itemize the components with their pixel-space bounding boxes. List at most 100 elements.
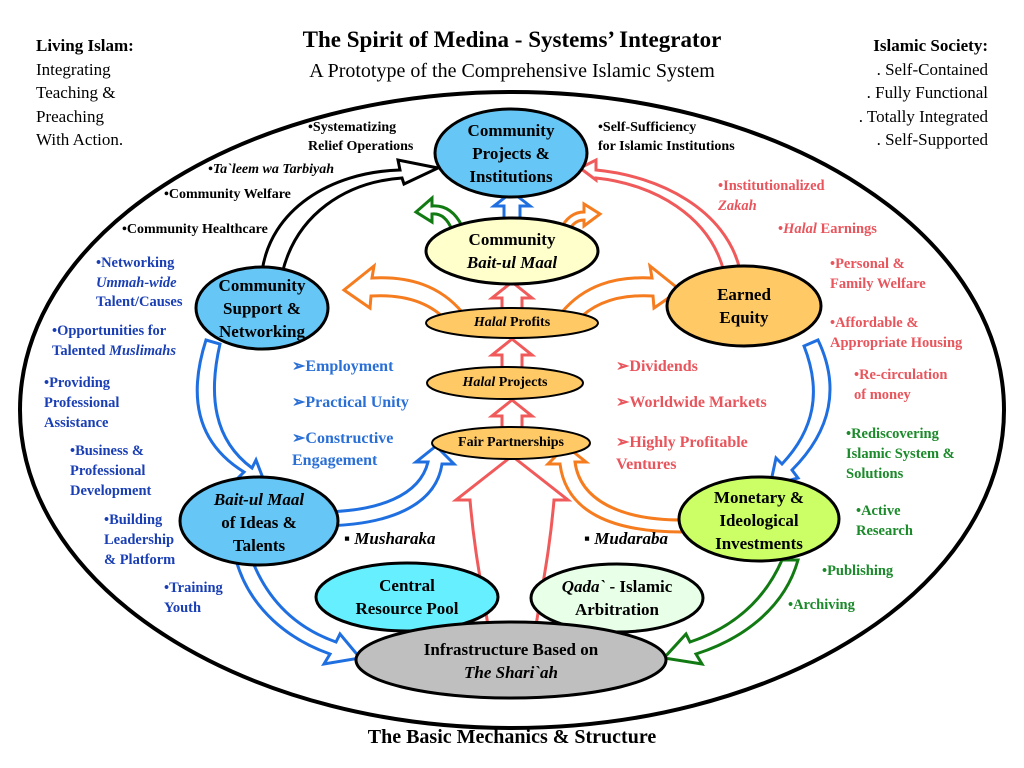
projects-to-profits-arrow [487,337,537,372]
node-line: Bait-ul Maal [213,489,305,509]
halal-projects-label: Halal Projects [433,372,577,394]
constructive-bullet: ➢Constructive Engagement [292,428,393,472]
publishing-item: •Publishing [822,563,894,579]
node-line: Infrastructure Based on [423,640,599,659]
item-line: Professional [44,395,120,411]
node-line: Arbitration [574,600,660,619]
item-line: •Self-Sufficiency [598,120,697,135]
item-line: ➢Highly Profitable [616,434,748,451]
item-line: Islamic System & [846,446,955,462]
item-line: Halal [783,221,817,237]
islamic-society-line: . Totally Integrated [858,106,988,126]
green-curve-arrow [413,194,465,232]
item-line: Youth [164,600,202,616]
musharaka-label: ▪ Musharaka [344,529,436,548]
item-line: Professional [70,463,146,479]
recirculation-item: •Re-circulation of money [854,365,947,405]
monetary-investments-node [677,475,841,563]
fair-partnerships-node [431,426,591,460]
dividends-bullet: ➢Dividends [616,358,698,375]
community-support-label: Community Support & Networking [200,272,324,344]
bait-ul-maal-ideas-node [178,475,340,567]
bait-ul-maal-top-node [424,216,600,286]
item-line: •Rediscovering [846,426,939,442]
item-line: Ventures [616,456,677,473]
rediscovering-item: •Rediscovering Islamic System & Solution… [846,424,955,484]
node-line: Talents [232,535,286,555]
opportunities-item: •Opportunities for Talented Muslimahs [52,322,176,361]
item-line: & Platform [104,552,176,568]
page-title: The Spirit of Medina - Systems’ Integrat… [302,27,722,52]
central-resource-label: Central Resource Pool [336,572,478,622]
item-line: • [778,221,784,237]
islamic-society-heading: Islamic Society: [873,36,988,55]
taleem-item: •Ta`leem wa Tarbiyah [208,162,334,177]
node-line: Community [218,275,306,295]
item-line: •Business & [70,443,144,459]
halal-profits-label: Halal Profits [440,312,584,334]
node-line: Monetary & [713,487,805,507]
mudaraba-label: ▪ Mudaraba [584,529,668,548]
providing-item: •Providing Professional Assistance [44,373,119,433]
node-line: Central [379,576,435,595]
community-support-node [194,265,330,351]
node-line: Resource Pool [355,599,459,618]
item-line: •Affordable & [830,315,919,331]
islamic-society-line: . Fully Functional [866,83,988,102]
item-line: Talent/Causes [96,294,183,310]
node-line: Profits [506,315,551,330]
item-line: Ummah-wide [96,274,177,291]
page-footer: The Basic Mechanics & Structure [367,726,657,748]
item-line: Assistance [44,415,109,431]
qada-label: Qada` - Islamic Arbitration [541,573,693,623]
node-line: - Islamic [605,577,673,596]
item-line-wrap: Talented Muslimahs [52,342,176,362]
practical-unity-bullet: ➢Practical Unity [292,394,409,411]
monetary-investments-label: Monetary & Ideological Investments [688,484,830,556]
support-to-ideas-arrow [195,338,269,489]
business-item: •Business & Professional Development [70,441,151,501]
item-line: Family Welfare [830,276,926,292]
item-line: Zakah [718,198,757,214]
infrastructure-label: Infrastructure Based on The Shari`ah [380,636,642,686]
item-line: Solutions [846,466,904,482]
earned-equity-node [665,264,823,348]
node-line: Networking [219,321,305,341]
living-islam-block: Living Islam: Integrating Teaching & Pre… [36,34,134,152]
node-line: Projects [495,375,548,390]
infrastructure-node [354,620,668,700]
training-item: •Training Youth [164,578,223,618]
zakah-item: •Institutionalized Zakah [718,176,825,216]
item-line: of money [854,387,911,403]
item-line: •Systematizing [308,120,397,135]
node-line: Bait-ul Maal [466,253,558,272]
node-line: Community [468,230,556,249]
networking-item: •Networking Ummah-wide Talent/Causes [96,254,182,313]
item-line: for Islamic Institutions [598,139,735,154]
item-line: •Personal & [830,256,905,272]
islamic-society-line: . Self-Supported [876,130,988,149]
item-line: Muslimahs [109,342,176,359]
node-line: Institutions [469,166,553,186]
healthcare-item: •Community Healthcare [122,222,268,237]
page-subtitle: A Prototype of the Comprehensive Islamic… [309,60,715,82]
node-line: The Shari`ah [464,663,558,682]
welfare-item: •Community Welfare [164,187,291,202]
halal-profits-node [425,307,599,339]
earned-equity-label: Earned Equity [680,280,808,332]
item-line: •Opportunities for [52,323,167,339]
node-line: Equity [719,308,769,327]
equity-to-monetary-arrow [768,338,832,489]
item-line: ➢Constructive [292,430,394,447]
community-projects-label: Community Projects & Institutions [441,118,581,188]
node-line: Halal [462,375,496,390]
living-islam-line: Integrating [36,59,111,79]
personal-item: •Personal & Family Welfare [830,254,926,294]
item-line: •Building [104,512,163,528]
item-line: Engagement [292,452,378,469]
systematizing-item: •Systematizing Relief Operations [308,118,413,156]
bait-ul-maal-top-label: Community Bait-ul Maal [432,228,592,274]
profitable-ventures-bullet: ➢Highly Profitable Ventures [616,432,748,476]
item-line: Development [70,483,152,499]
